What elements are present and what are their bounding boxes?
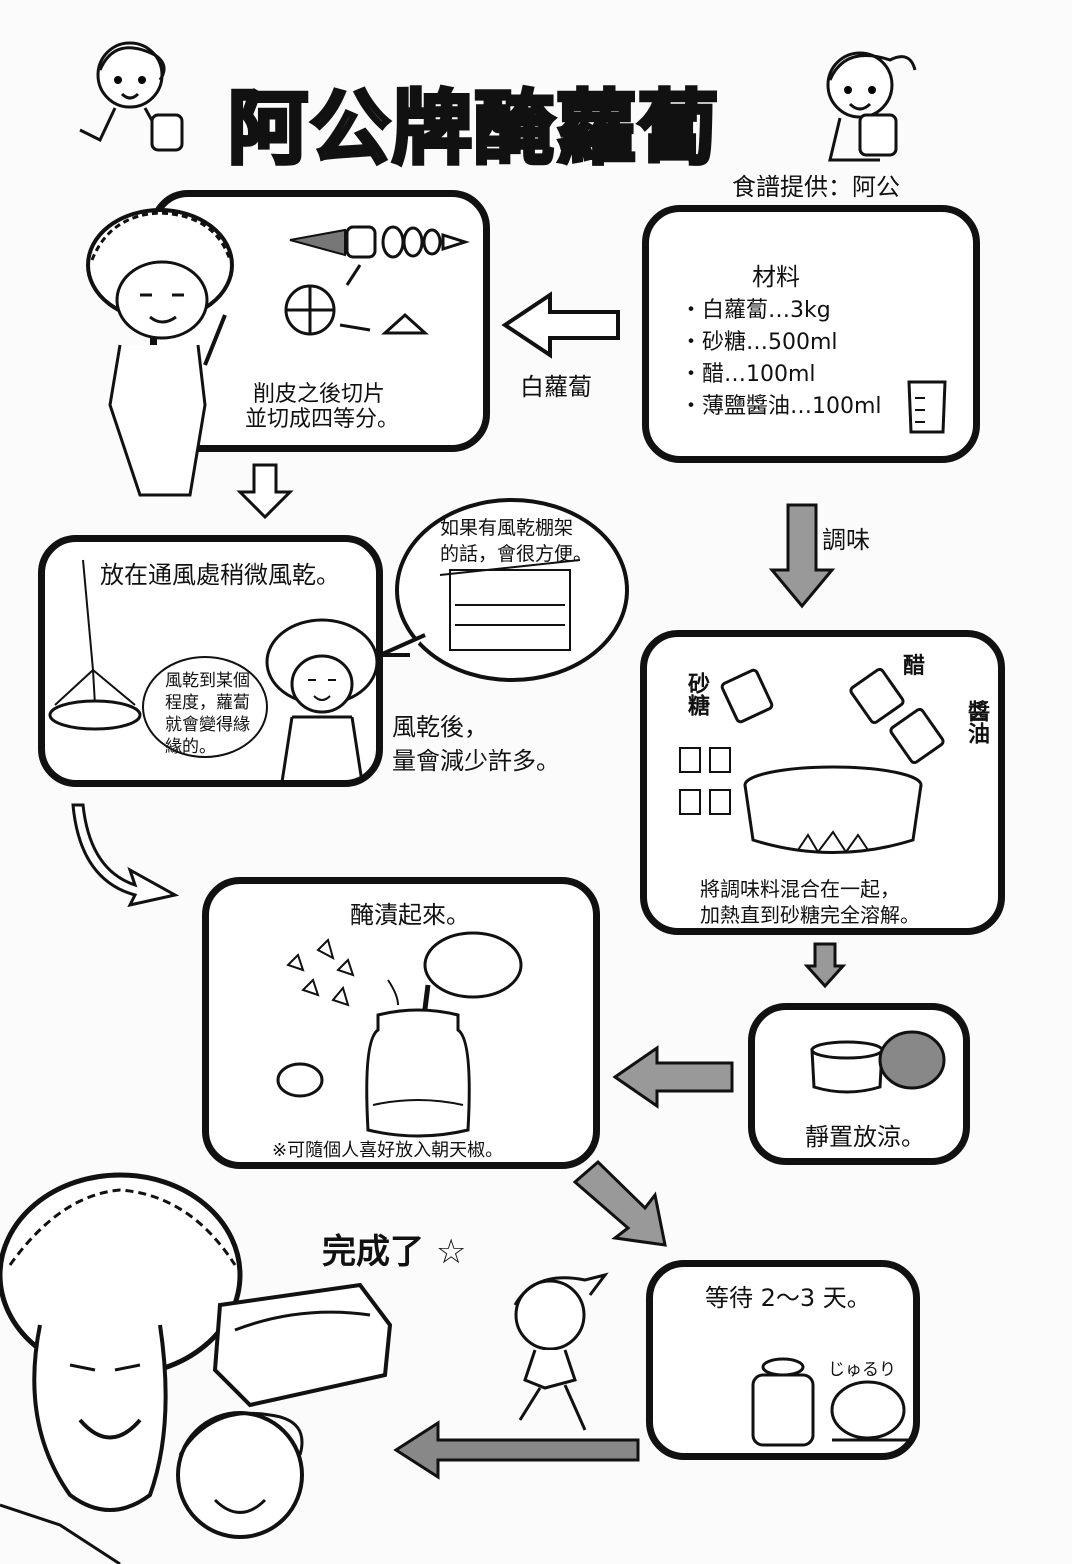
dry-heading: 放在通風處稍微風乾。 [100,561,340,589]
speech-bubble-rack [379,498,629,682]
arrow-left-hatched-long [393,1420,640,1480]
ingredient-item: ・砂糖…500ml [680,330,838,355]
season-text-line: 將調味料混合在一起， [700,877,900,901]
arrow-diagonal-hatched [572,1159,667,1247]
radish-cut-diagram [284,225,470,336]
pot-lid-illustration [810,1030,946,1094]
measuring-cup-icon [907,380,947,434]
jar-waiting-illustration [751,1357,908,1447]
label-soy: 醬油 [964,700,989,744]
wait-text: 等待 2～3 天。 [705,1284,871,1312]
done-text: 完成了 ☆ [322,1232,467,1272]
prep-text-line: 並切成四等分。 [245,407,400,432]
arrow-curved-outline [71,803,180,908]
pot-heating-illustration [679,667,945,854]
sfx-text: じゅるり [828,1360,896,1380]
ingredient-item: ・薄鹽醬油…100ml [680,394,882,419]
dry-bubble-line: 程度，蘿蔔 [165,693,250,713]
jar-pickling-illustration [276,931,523,1138]
ingredient-item: ・醋…100ml [680,362,816,387]
arrow-label-seasoning: 調味 [822,526,870,554]
dry-note-line: 量會減少許多。 [392,747,560,775]
rack-bubble-line: 的話，會很方便。 [440,543,593,565]
grandpa-finished-illustration [0,1172,393,1564]
arrow-down-hatched-small [803,942,847,989]
hanging-basket-illustration [48,559,142,731]
pickle-note: ※可隨個人喜好放入朝天椒。 [272,1140,504,1161]
running-kid-illustration [513,1272,609,1431]
dry-note-line: 風乾後， [392,713,488,741]
page-title: 阿公牌醃蘿蔔 [226,64,768,177]
arrow-label-radish: 白蘿蔔 [520,373,592,401]
grandpa-knife-illustration [86,208,234,497]
season-text-line: 加熱直到砂糖完全溶解。 [700,903,920,927]
label-vinegar: 醋 [903,654,926,679]
ingredients-heading: 材料 [752,263,800,291]
pickle-heading: 醃漬起來。 [350,901,470,929]
speech-bubble-dry [142,656,268,758]
grandpa-small-illustration [265,618,379,783]
ingredient-item: ・白蘿蔔…3kg [680,298,831,323]
arrow-left-hatched [612,1045,734,1109]
dry-bubble-line: 緣的。 [165,737,216,757]
page-title-text: 阿公牌醃蘿蔔 [226,80,720,177]
prep-text-line: 削皮之後切片 [253,382,386,407]
dry-bubble-line: 風乾到某個 [165,671,250,691]
chibi-girl-left-icon [79,41,184,152]
dry-bubble-line: 就會變得緣 [165,715,250,735]
arrow-left-outline [501,291,620,359]
recipe-credit: 食譜提供：阿公 [732,173,900,201]
cool-text: 靜置放涼。 [805,1123,925,1151]
arrow-down-hatched [768,503,836,609]
arrow-down-outline [236,463,294,520]
rack-bubble-line: 如果有風乾棚架 [440,517,574,539]
chibi-girl-right-icon [826,51,917,162]
label-sugar: 砂糖 [684,672,709,716]
